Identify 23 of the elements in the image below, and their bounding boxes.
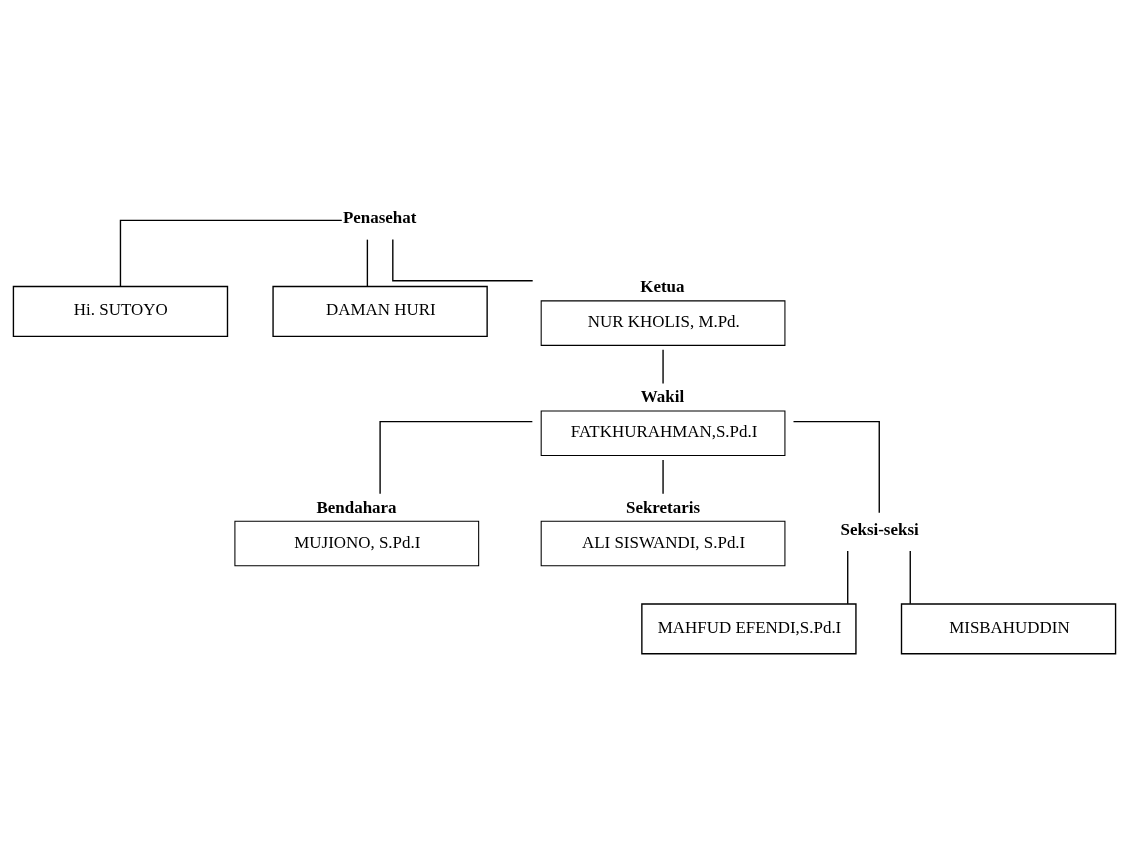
connector <box>662 348 664 384</box>
node-label: Bendahara <box>316 497 397 517</box>
node-text: Penasehat <box>343 207 417 227</box>
connector <box>847 549 849 605</box>
node-box: MISBAHUDDIN <box>900 602 1117 654</box>
connector <box>662 458 664 494</box>
connector <box>119 219 343 287</box>
node-text: Seksi-seksi <box>840 519 919 539</box>
node-box: DAMAN HURI <box>272 285 488 337</box>
node-box: MUJIONO, S.Pd.I <box>234 520 480 566</box>
node-label: Ketua <box>640 276 685 296</box>
connector <box>909 549 911 605</box>
node-label: Sekretaris <box>625 497 700 517</box>
node-box: FATKHURAHMAN,S.Pd.I <box>540 410 786 456</box>
node-label: Wakil <box>640 386 685 406</box>
node-box: NUR KHOLIS, M.Pd. <box>540 299 786 346</box>
connector <box>366 238 369 287</box>
node-box: ALI SISWANDI, S.Pd.I <box>540 520 786 566</box>
connector <box>792 420 880 513</box>
node-box: Hi. SUTOYO <box>12 285 229 337</box>
connector <box>379 420 534 494</box>
connector <box>392 238 534 281</box>
node-box: MAHFUD EFENDI,S.Pd.I <box>641 602 857 654</box>
